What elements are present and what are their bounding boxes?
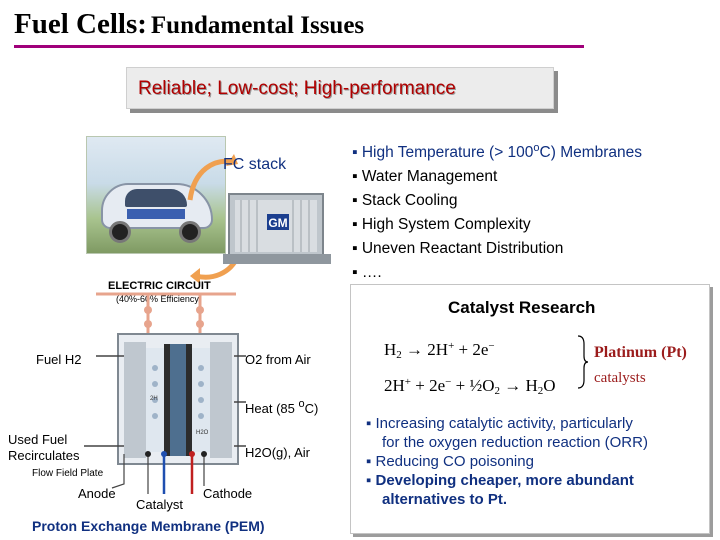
eq1-2h-sup: + bbox=[448, 340, 455, 352]
car-window bbox=[125, 189, 187, 207]
car-to-stack-arrow bbox=[187, 154, 238, 201]
list-item: ▪ Increasing catalytic activity, particu… bbox=[366, 415, 633, 432]
diagram-h2o-air: H2O(g), Air bbox=[245, 445, 311, 460]
eq2-o: O bbox=[543, 376, 556, 395]
car-front-wheel bbox=[109, 221, 131, 243]
list-item: ▪ …. bbox=[352, 264, 382, 281]
issue-temp-tail: C) Membranes bbox=[539, 144, 643, 161]
diagram-o2-air: O2 from Air bbox=[245, 352, 311, 367]
goal-cheaper-rest: , more abundant bbox=[517, 472, 634, 489]
eq2-h: H bbox=[525, 376, 538, 395]
fuel-cell-car-photo bbox=[86, 136, 226, 254]
list-item: ▪ Stack Cooling bbox=[352, 192, 458, 209]
slide-title-main: Fuel Cells: bbox=[14, 8, 147, 40]
eq1-arrow: → bbox=[406, 340, 424, 359]
cathode-reaction-equation: 2H+ + 2e− + ½O2 → H2O bbox=[384, 376, 556, 397]
diagram-fuel-h2: Fuel H2 bbox=[36, 352, 82, 367]
eq2-2h: 2H bbox=[384, 376, 405, 395]
list-item: ▪ Uneven Reactant Distribution bbox=[352, 240, 564, 257]
fc-stack-label: FC stack bbox=[223, 156, 287, 173]
car-rear-wheel bbox=[179, 221, 201, 243]
issues-list: ▪ High Temperature (> 100oC) Membranes ▪… bbox=[352, 136, 642, 285]
goal-cheaper-cont: alternatives to Pt. bbox=[382, 491, 508, 508]
eq1-2h: 2H bbox=[427, 340, 449, 359]
fc-stack-illustration: GM bbox=[223, 193, 331, 264]
issue-water: Water Management bbox=[361, 168, 498, 185]
goal-activity-cont: for the oxygen reduction reaction (ORR) bbox=[382, 434, 648, 451]
list-item: ▪ High Temperature (> 100oC) Membranes bbox=[352, 142, 643, 161]
diagram-heat-text: Heat (85 bbox=[245, 401, 299, 416]
issue-temp-degree: o bbox=[533, 142, 540, 154]
diagram-cathode: Cathode bbox=[203, 486, 253, 501]
diagram-used-fuel-line2: Recirculates bbox=[8, 448, 80, 463]
list-item: ▪ Water Management bbox=[352, 168, 498, 185]
electric-circuit-title: ELECTRIC CIRCUIT bbox=[108, 280, 211, 292]
slide-title: Fuel Cells: Fundamental Issues bbox=[14, 8, 364, 41]
list-item: for the oxygen reduction reaction (ORR) bbox=[366, 433, 648, 452]
title-underline bbox=[14, 45, 584, 48]
goal-co: Reducing CO poisoning bbox=[375, 453, 534, 470]
catalyst-research-box bbox=[350, 284, 710, 534]
equations-brace bbox=[577, 335, 588, 389]
diagram-used-fuel: Used Fuel Recirculates bbox=[8, 432, 80, 464]
eq2-2h-sup: + bbox=[404, 376, 411, 388]
slide-title-sub: Fundamental Issues bbox=[150, 12, 365, 39]
diagram-heat-degree: o bbox=[298, 398, 305, 410]
eq2-o2-sub: 2 bbox=[494, 385, 500, 397]
diagram-flow-field-plate: Flow Field Plate bbox=[32, 468, 104, 479]
diagram-catalyst: Catalyst bbox=[136, 497, 183, 512]
eq2-2e-sup: − bbox=[445, 376, 452, 388]
platinum-label: Platinum (Pt) bbox=[594, 344, 687, 361]
diagram-used-fuel-line1: Used Fuel bbox=[8, 432, 68, 447]
eq2-2e: + 2e bbox=[411, 376, 446, 395]
catalyst-research-title: Catalyst Research bbox=[448, 298, 596, 317]
issue-ellipsis: …. bbox=[361, 264, 382, 281]
diagram-cell-left-label: 2H bbox=[150, 396, 158, 402]
goal-activity: Increasing catalytic activity, particula… bbox=[375, 415, 633, 432]
eq2-h-sub: 2 bbox=[537, 385, 544, 397]
list-item: ▪ Reducing CO poisoning bbox=[366, 453, 534, 470]
eq2-o2: + ½O bbox=[451, 376, 495, 395]
list-item: alternatives to Pt. bbox=[366, 490, 648, 509]
eq1-2e-sup: − bbox=[488, 340, 495, 352]
diagram-heat-tail: C) bbox=[304, 401, 319, 416]
issue-distribution: Uneven Reactant Distribution bbox=[361, 240, 564, 257]
anode-reaction-equation: H2 → 2H+ + 2e− bbox=[384, 340, 495, 361]
issue-complexity: High System Complexity bbox=[361, 216, 531, 233]
diagram-pem-caption: Proton Exchange Membrane (PEM) bbox=[32, 518, 265, 534]
issue-high-temp: High Temperature (> 100 bbox=[361, 144, 534, 161]
goals-banner-text: Reliable; Low-cost; High-performance bbox=[138, 78, 456, 99]
list-item: ▪ High System Complexity bbox=[352, 216, 531, 233]
issue-cooling: Stack Cooling bbox=[361, 192, 458, 209]
list-item: ▪ Developing cheaper, more abundant bbox=[366, 472, 634, 489]
goals-banner bbox=[126, 67, 554, 109]
diagram-anode: Anode bbox=[78, 486, 116, 501]
car-logo bbox=[127, 209, 185, 219]
eq1-h: H bbox=[384, 340, 397, 359]
gm-logo-text: GM bbox=[268, 216, 287, 230]
electric-circuit-efficiency: (40%-60% Efficiency) bbox=[116, 294, 202, 304]
eq2-arrow: → bbox=[504, 376, 522, 395]
goal-cheaper: Developing cheaper bbox=[375, 472, 518, 489]
catalyst-goals-list: ▪ Increasing catalytic activity, particu… bbox=[366, 414, 648, 509]
diagram-cell-right-label: H2O bbox=[196, 430, 209, 436]
eq1-2e: + 2e bbox=[454, 340, 489, 359]
diagram-heat: Heat (85 oC) bbox=[245, 398, 318, 416]
eq1-h-sub: 2 bbox=[396, 349, 402, 361]
catalysts-label: catalysts bbox=[594, 370, 646, 386]
pem-fuel-cell-diagram: 2H H2O bbox=[84, 292, 246, 494]
